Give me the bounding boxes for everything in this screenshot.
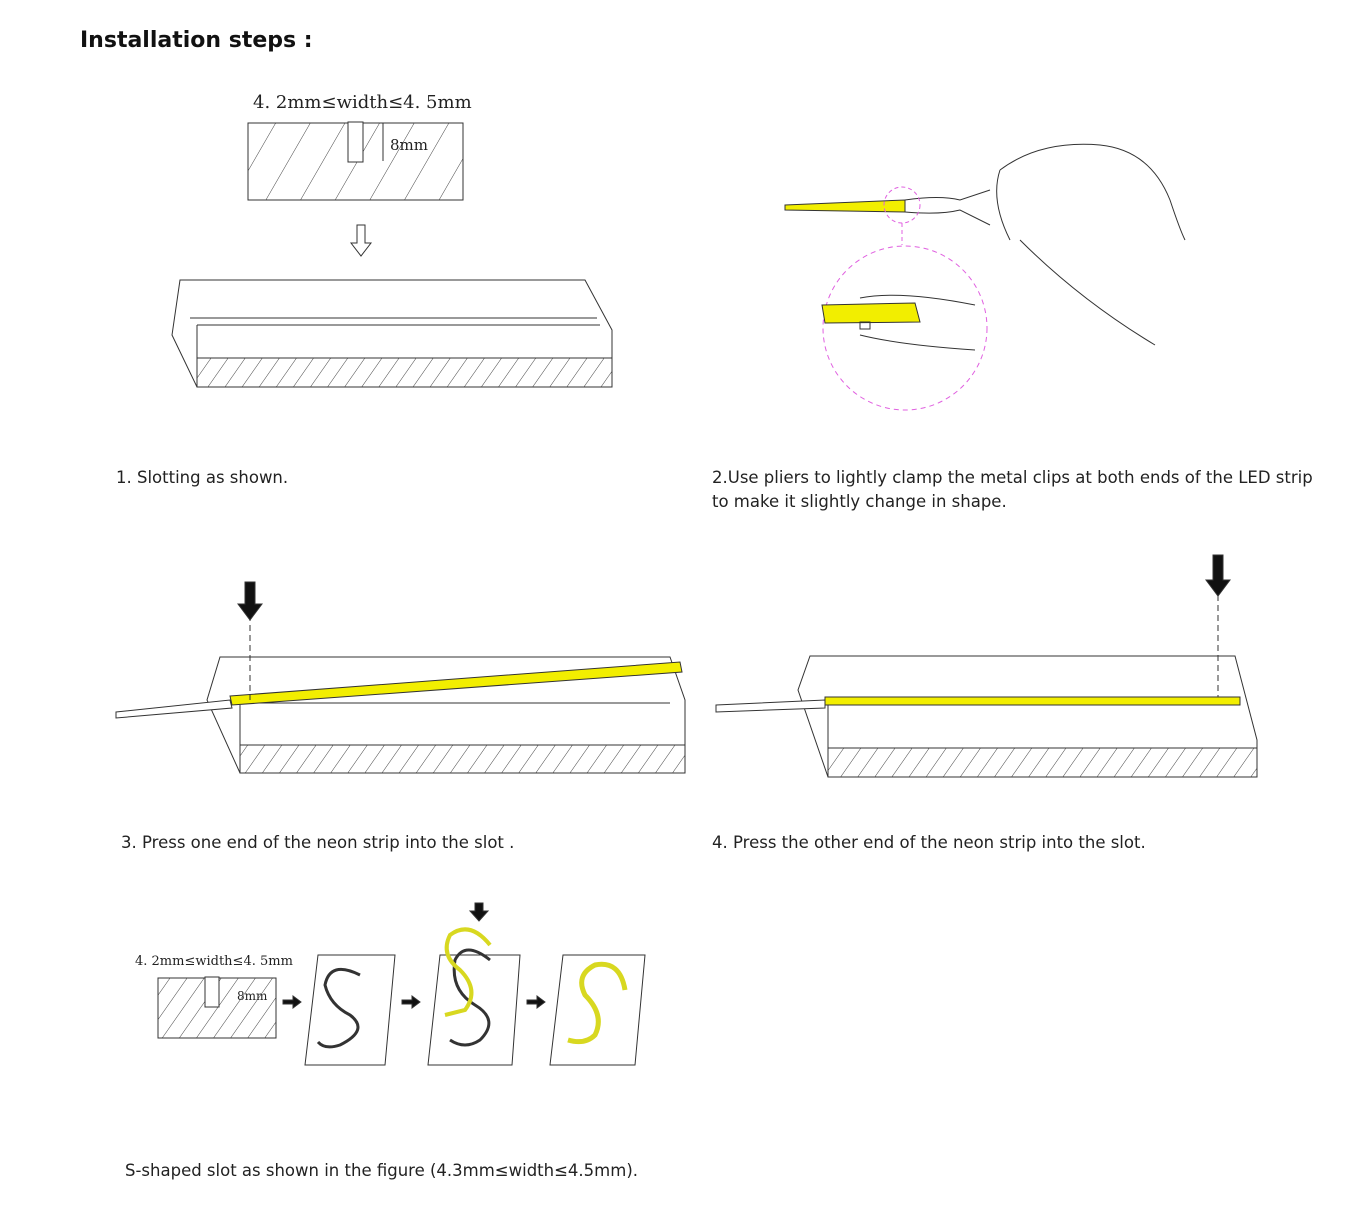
s-slot-caption: S-shaped slot as shown in the figure (4.… (125, 1161, 638, 1180)
step3-caption: 3. Press one end of the neon strip into … (121, 833, 515, 852)
s-width-range-label: 4. 2mm≤width≤4. 5mm (135, 954, 293, 969)
step2-caption-line1: 2.Use pliers to lightly clamp the metal … (712, 468, 1313, 487)
step4-board (715, 554, 1258, 778)
step4-caption: 4. Press the other end of the neon strip… (712, 833, 1146, 852)
s-depth-label: 8mm (237, 989, 268, 1003)
page-title: Installation steps : (80, 28, 313, 53)
arrow-down-icon (349, 224, 373, 257)
step2-caption-line2: to make it slightly change in shape. (712, 492, 1007, 511)
pliers-illustration (784, 143, 1186, 411)
step1-caption: 1. Slotting as shown. (116, 468, 289, 487)
depth-label: 8mm (390, 136, 428, 154)
s-slot-sequence: 4. 2mm≤width≤4. 5mm 8mm (135, 902, 646, 1066)
slotted-board (171, 279, 613, 388)
width-range-label: 4. 2mm≤width≤4. 5mm (253, 92, 472, 113)
step3-board (115, 581, 686, 774)
slot-cross-section: 4. 2mm≤width≤4. 5mm 8mm (247, 92, 472, 257)
